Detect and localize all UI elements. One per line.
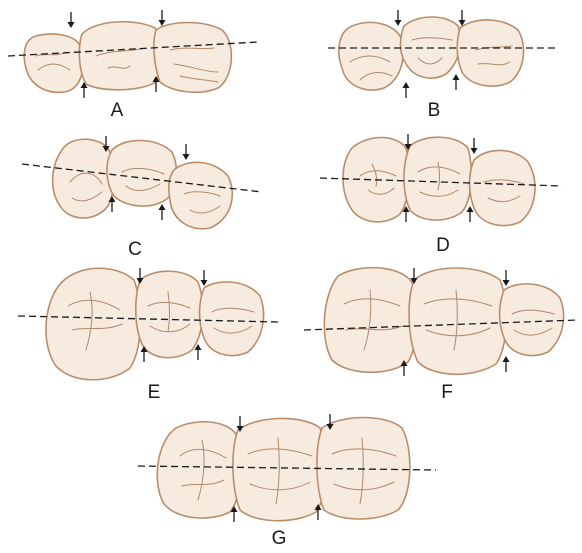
panel-g bbox=[138, 414, 436, 522]
panel-label-e: E bbox=[148, 383, 161, 402]
tooth bbox=[500, 284, 564, 356]
contact-arrow-icon bbox=[503, 270, 510, 286]
panel-label-g: G bbox=[272, 529, 287, 548]
contact-arrow-icon bbox=[183, 144, 190, 160]
contact-arrow-icon bbox=[403, 82, 410, 98]
panel-f bbox=[304, 268, 578, 376]
panel-b bbox=[328, 10, 558, 98]
contact-arrow-icon bbox=[195, 344, 202, 360]
contact-arrow-icon bbox=[159, 10, 166, 26]
contact-arrow-icon bbox=[471, 138, 478, 154]
tooth bbox=[53, 139, 114, 218]
tooth bbox=[169, 162, 233, 228]
tooth bbox=[457, 20, 523, 86]
tooth bbox=[200, 282, 264, 356]
panel-label-f: F bbox=[441, 383, 453, 402]
panel-label-a: A bbox=[111, 101, 124, 120]
contact-arrow-icon bbox=[503, 356, 510, 372]
panel-c bbox=[22, 136, 262, 229]
tooth bbox=[154, 23, 231, 93]
contact-arrow-icon bbox=[159, 204, 166, 220]
panel-e bbox=[18, 268, 278, 380]
panel-label-d: D bbox=[436, 236, 450, 255]
tooth bbox=[157, 422, 241, 518]
contact-arrow-icon bbox=[68, 12, 75, 28]
tooth bbox=[409, 268, 506, 374]
tooth bbox=[404, 137, 471, 220]
panel-d bbox=[320, 134, 562, 226]
tooth bbox=[79, 22, 160, 90]
panel-label-b: B bbox=[428, 101, 441, 120]
tooth bbox=[46, 268, 140, 380]
panel-label-c: C bbox=[128, 240, 142, 259]
tooth bbox=[107, 140, 176, 206]
tooth bbox=[470, 150, 535, 225]
contact-arrow-icon bbox=[459, 10, 466, 26]
contact-arrow-icon bbox=[395, 10, 402, 26]
tooth bbox=[24, 34, 82, 92]
contact-arrow-icon bbox=[453, 74, 460, 90]
contact-arrow-icon bbox=[467, 206, 474, 222]
panel-a bbox=[8, 10, 258, 98]
contact-arrow-icon bbox=[201, 270, 208, 286]
